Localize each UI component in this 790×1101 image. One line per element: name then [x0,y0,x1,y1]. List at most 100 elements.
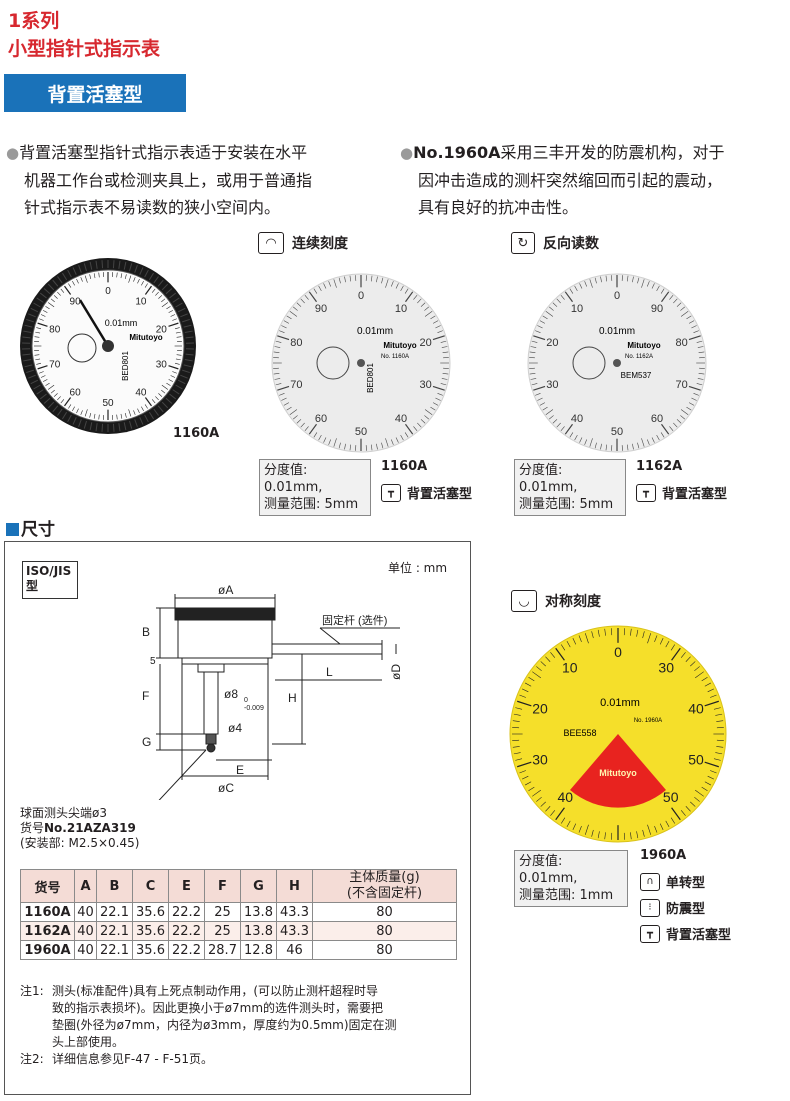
dial-tick [696,383,703,386]
dial-tick [710,770,717,774]
dial-tick [693,330,699,333]
dial-tick [656,434,660,441]
dial-number: 0 [358,290,364,302]
dial-tick [521,775,529,780]
dial-tick [691,397,697,401]
symmetric-type-single-label: 单转型 [666,876,706,891]
dial-tick [604,832,606,840]
dim-label-a: øA [218,583,233,597]
dial-tick [166,306,171,310]
dial-tick [60,399,65,404]
bezel-knurl [62,411,68,420]
dial-tick [50,298,55,303]
dial-tick [344,276,346,283]
symmetric-spec-line1: 分度值: 0.01mm, [519,854,578,886]
dial-number: 70 [676,379,688,391]
bezel-knurl [101,423,104,432]
dial-tick [545,806,551,812]
dial-tick [637,442,640,449]
bezel-knurl [36,389,44,395]
dial-tick [552,302,558,307]
bezel-knurl [47,401,55,409]
bezel-knurl [184,359,193,362]
dial-tick [572,637,577,645]
bezel-knurl [112,423,115,432]
dial-tick [545,656,551,662]
dial-tick [273,373,280,375]
symmetric-type-single: ∩ 单转型 [640,872,705,891]
dial-tick [89,274,92,280]
dial-tick [670,644,676,651]
dial-tick [141,281,144,286]
dial-tick [381,442,384,449]
dial-tick [693,393,699,396]
contact-point-info: 球面测头尖端ø3 货号No.21AZA319 (安装部: M2.5×0.45) [20,806,139,851]
table-cell: 25 [204,902,241,922]
dial-tick [349,444,351,451]
dial-tick [654,635,658,642]
dial-tick [556,298,561,304]
dial-tick [283,320,290,324]
bezel-knurl [144,414,149,423]
continuous-spec-line1: 分度值: 0.01mm, [264,463,323,495]
dial-tick [283,402,290,406]
dial-tick [688,335,701,341]
dial-tick [128,409,132,417]
dial-tick [690,661,696,667]
dial-tick [574,434,578,441]
dimensions-heading: 尺寸 [6,515,55,540]
dial-tick [296,419,302,424]
bezel-knurl [139,417,144,425]
bezel-knurl [180,374,188,379]
dial-tick [281,397,287,401]
red-sector [570,734,666,808]
dial-tick [98,272,100,278]
dial-tick [413,426,418,431]
dial-number: 40 [135,387,147,398]
symmetric-dial-text: 0.01mm [600,697,640,709]
dial-number: 10 [135,297,147,308]
dial-number: 20 [546,337,558,349]
bezel-knurl [52,279,59,287]
dial-tick [647,824,652,835]
dial-tick [627,444,629,451]
dial-tick [333,438,337,447]
dial-tick [688,402,695,406]
dim-label-stem: ø8 [224,687,238,701]
dim-label-e: E [236,763,244,777]
dial-tick [174,362,180,365]
dial-tick [72,406,75,411]
dial-number: 50 [355,426,367,438]
dial-tick [323,437,327,443]
dial-tick [300,422,305,428]
dial-number: 70 [290,379,302,391]
dial-tick [536,666,542,672]
reverse-reading-icon: ↻ [511,232,535,254]
dimensions-panel [4,541,471,1095]
dial-tick [137,408,140,414]
bezel-knurl [28,313,36,318]
model-cell: 1162A [20,921,75,941]
dial-tick [137,278,140,284]
dial-tick [35,331,41,334]
table-cell: 22.1 [96,902,133,922]
dial-tick [395,437,399,443]
dial-tick [308,291,318,303]
dial-tick [701,786,708,792]
symmetric-dial-no: No. 1960A [634,718,662,724]
dial-tick [591,829,594,837]
dial-tick [564,423,574,435]
dim-label-f: F [142,689,149,703]
dial-tick [630,832,632,840]
dial-tick [435,397,441,401]
bezel-knurl [26,369,34,374]
dial-tick [676,302,682,307]
dial-number: 40 [688,701,704,717]
dial-tick [637,277,640,284]
dial-tick [40,375,46,378]
dial-tick [158,393,163,397]
dial-number: 10 [571,303,583,315]
dial-tick [273,351,280,353]
